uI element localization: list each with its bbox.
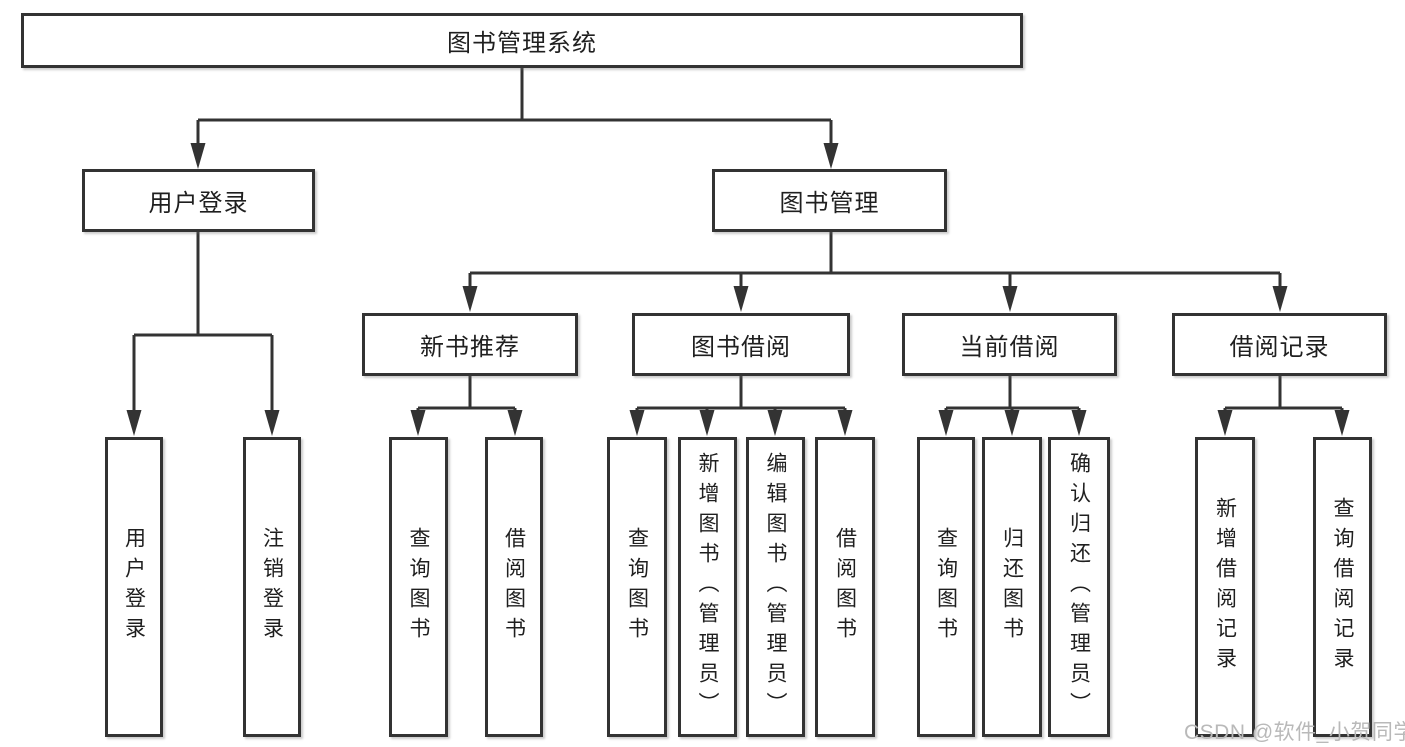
- node-book-management-branch: 图书管理: [712, 169, 947, 232]
- node-current-borrow: 当前借阅: [902, 313, 1117, 376]
- node-return-book: 归还图书: [982, 437, 1042, 737]
- node-add-book-admin: 新增图书（管理员）: [678, 437, 737, 737]
- node-query-books-recommend: 查询图书: [389, 437, 448, 737]
- node-label: 查询图书: [625, 527, 649, 647]
- node-borrow-records: 借阅记录: [1172, 313, 1387, 376]
- node-label: 借阅图书: [502, 527, 526, 647]
- node-label: 新增图书（管理员）: [696, 452, 719, 722]
- node-label: 用户登录: [122, 527, 146, 647]
- node-user-login-leaf: 用户登录: [105, 437, 163, 737]
- node-label: 查询图书: [934, 527, 958, 647]
- node-label: 归还图书: [1000, 527, 1024, 647]
- node-query-books-borrow: 查询图书: [607, 437, 667, 737]
- node-label: 编辑图书（管理员）: [764, 452, 787, 722]
- node-label: 查询图书: [407, 527, 430, 647]
- node-library-system: 图书管理系统: [21, 13, 1023, 68]
- node-label: 确认归还（管理员）: [1067, 452, 1091, 722]
- node-label: 新增借阅记录: [1213, 497, 1237, 677]
- node-user-login-branch: 用户登录: [82, 169, 315, 232]
- node-query-borrow-record: 查询借阅记录: [1313, 437, 1372, 737]
- node-edit-book-admin: 编辑图书（管理员）: [746, 437, 805, 737]
- node-new-book-recommend: 新书推荐: [362, 313, 578, 376]
- node-confirm-return-admin: 确认归还（管理员）: [1048, 437, 1110, 737]
- csdn-watermark: CSDN @软件_小贺同学: [1184, 721, 1405, 744]
- node-borrow-books-leaf: 借阅图书: [815, 437, 875, 737]
- node-query-books-current: 查询图书: [917, 437, 975, 737]
- node-borrow-books-recommend: 借阅图书: [485, 437, 543, 737]
- node-label: 借阅图书: [833, 527, 857, 647]
- node-label: 注销登录: [260, 527, 284, 647]
- node-add-borrow-record: 新增借阅记录: [1195, 437, 1255, 737]
- node-book-borrow: 图书借阅: [632, 313, 850, 376]
- node-logout-leaf: 注销登录: [243, 437, 301, 737]
- node-label: 查询借阅记录: [1331, 497, 1354, 677]
